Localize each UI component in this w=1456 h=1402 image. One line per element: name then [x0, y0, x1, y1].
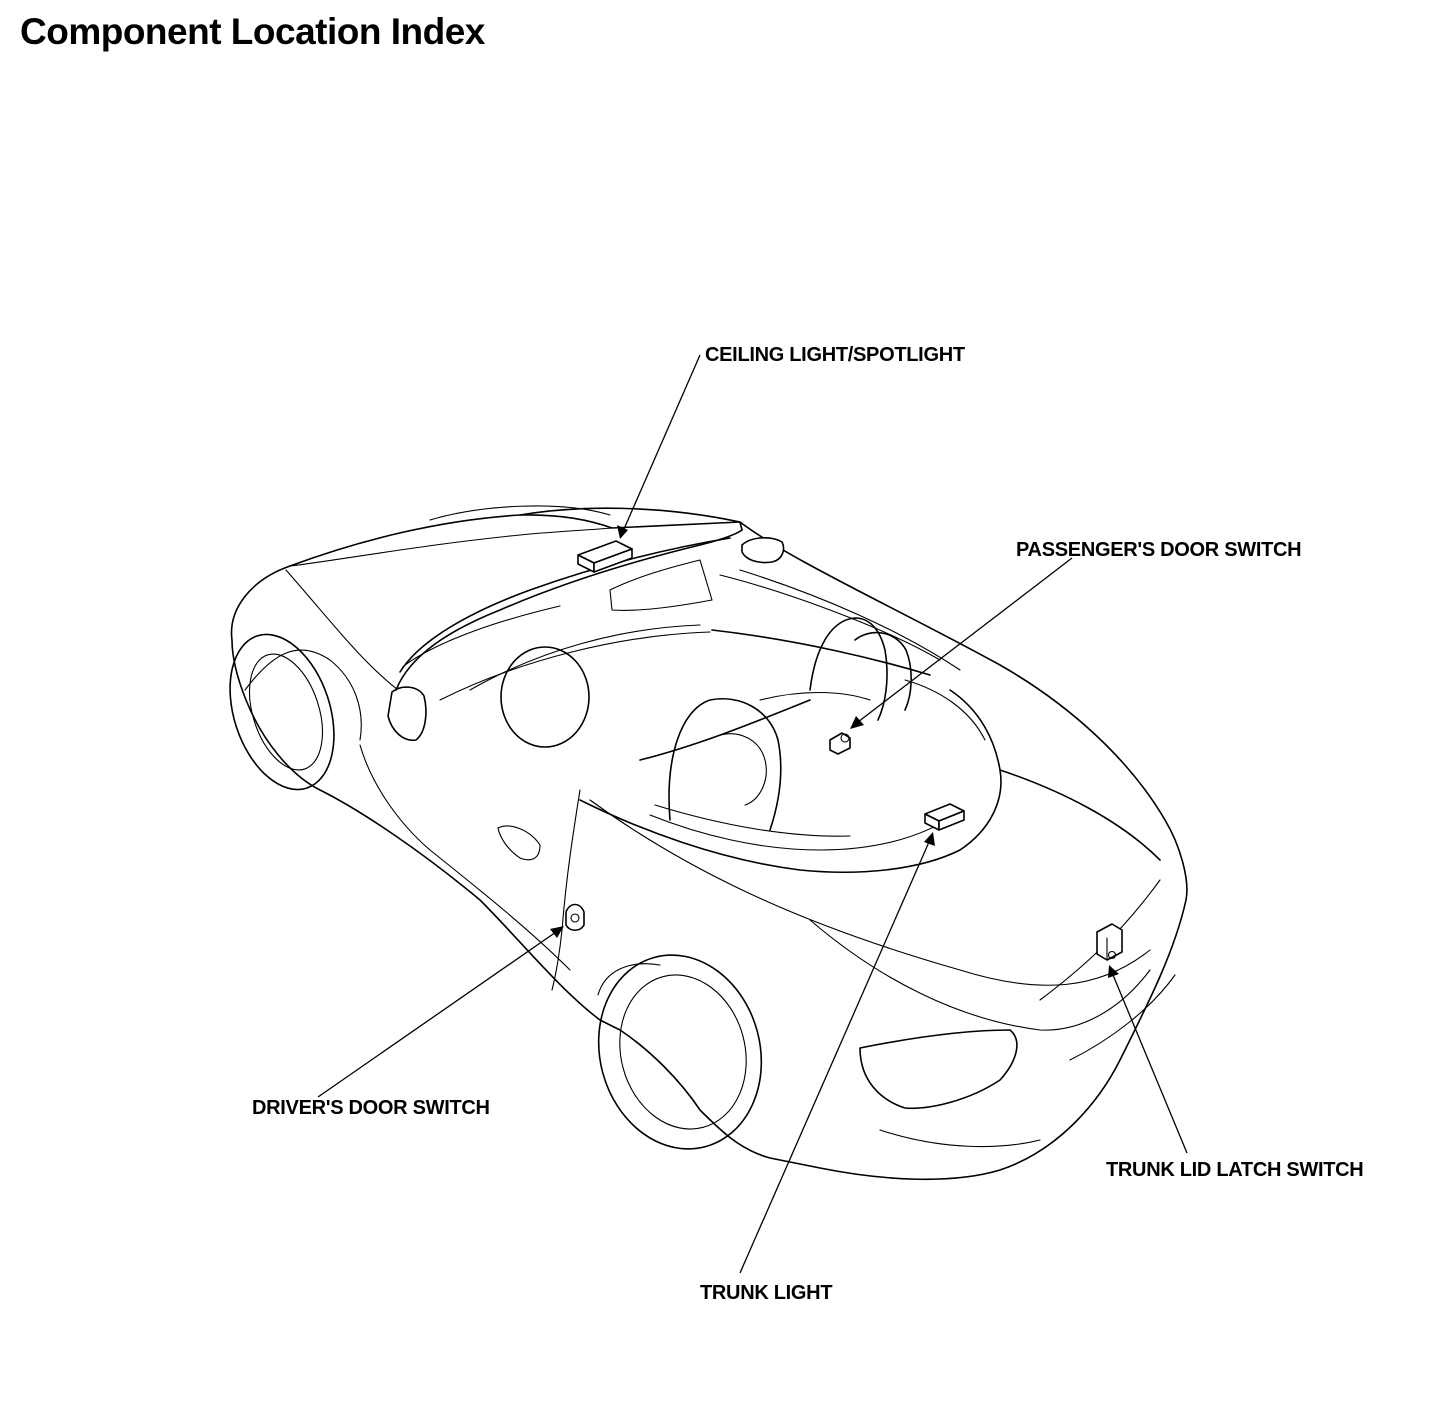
label-ceiling-light: CEILING LIGHT/SPOTLIGHT — [705, 344, 965, 366]
label-passenger-door-switch: PASSENGER'S DOOR SWITCH — [1016, 539, 1302, 561]
label-trunk-lid-latch-switch: TRUNK LID LATCH SWITCH — [1106, 1159, 1364, 1181]
trunk-light-shape — [924, 803, 965, 831]
leader-driver-door-switch — [317, 926, 564, 1098]
ceiling-light-shape — [577, 540, 633, 573]
leader-trunk-light — [739, 832, 935, 1274]
car-outline — [230, 514, 1188, 1181]
label-driver-door-switch: DRIVER'S DOOR SWITCH — [252, 1097, 490, 1119]
label-trunk-light: TRUNK LIGHT — [700, 1282, 833, 1304]
page-title: Component Location Index — [20, 11, 485, 52]
leader-ceiling-light — [617, 354, 701, 539]
car-body — [229, 505, 1188, 1181]
leader-trunk-lid-latch-switch — [1108, 965, 1188, 1154]
driver-door-switch-shape — [565, 903, 585, 932]
trunk-lid-latch-switch-shape — [1096, 923, 1123, 961]
leader-passenger-door-switch — [850, 557, 1073, 729]
passenger-door-switch-shape — [829, 732, 851, 755]
